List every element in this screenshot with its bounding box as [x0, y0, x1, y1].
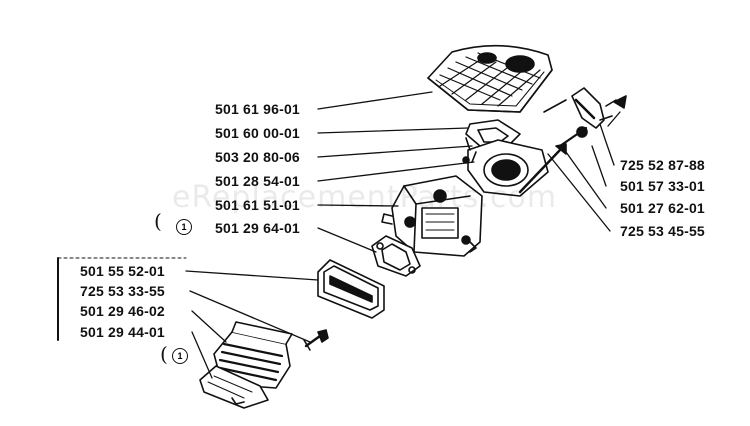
bolt-part — [303, 329, 329, 351]
base-plate-part — [199, 365, 269, 409]
reference-marker: 1 — [176, 219, 192, 235]
callout-label: 501 28 54-01 — [215, 173, 300, 189]
air-filter-part — [427, 44, 553, 113]
callout-label: 501 29 44-01 — [80, 324, 165, 340]
callout-label: 501 57 33-01 — [620, 178, 705, 194]
linkage-part — [543, 99, 588, 148]
intake-boot-part — [317, 259, 385, 319]
callout-label: 725 53 45-55 — [620, 223, 705, 239]
open-paren-mark: ( — [160, 342, 168, 366]
callout-label: 501 55 52-01 — [80, 263, 165, 279]
carburetor-part — [381, 175, 483, 257]
callout-label: 501 60 00-01 — [215, 125, 300, 141]
reference-marker: 1 — [172, 348, 188, 364]
open-paren-mark: ( — [154, 209, 162, 233]
callout-label: 501 61 96-01 — [215, 101, 300, 117]
callout-label: 503 20 80-06 — [215, 149, 300, 165]
callout-label: 725 53 33-55 — [80, 283, 165, 299]
callout-label: 501 29 64-01 — [215, 220, 300, 236]
throttle-lever-part — [571, 87, 627, 129]
callout-label: 725 52 87-88 — [620, 157, 705, 173]
callout-label: 501 61 51-01 — [215, 197, 300, 213]
long-screw-part — [518, 143, 567, 194]
callout-label: 501 27 62-01 — [620, 200, 705, 216]
flange-gasket-part — [371, 235, 421, 277]
leader-lines — [185, 91, 621, 379]
watermark: eReplacementParts.com — [172, 180, 558, 215]
callout-label: 501 29 46-02 — [80, 303, 165, 319]
